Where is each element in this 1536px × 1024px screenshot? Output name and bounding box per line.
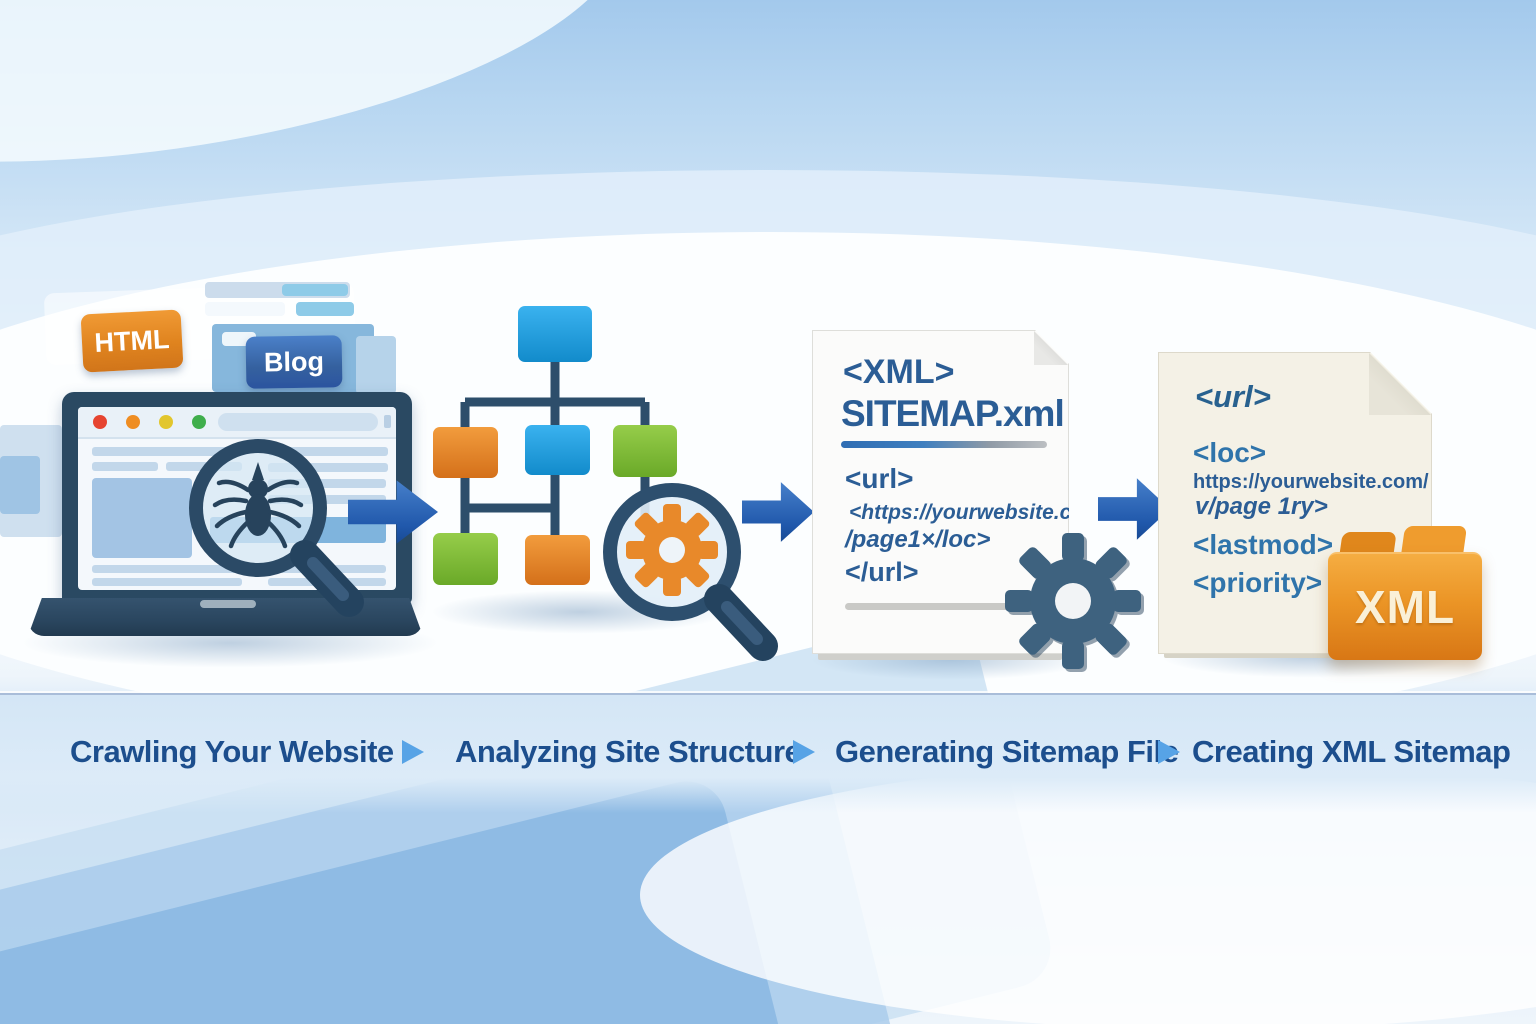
lock-icon [384, 415, 391, 428]
browser-dot-red [93, 415, 107, 429]
step-label-generating: Generating Sitemap File [835, 734, 1179, 769]
skeleton-line [268, 479, 386, 488]
title-underline [841, 441, 1047, 448]
left-edge-accent [0, 456, 40, 514]
sitemap-title-xml: <XML> [843, 353, 955, 391]
skeleton-line [268, 463, 388, 472]
xml-code-url: <url> [1195, 379, 1271, 414]
xml-folder-icon: XML [1328, 552, 1482, 660]
skeleton-line [92, 565, 242, 573]
blog-card-side [356, 336, 396, 394]
laptop-base-notch [200, 600, 256, 608]
page-row-accent-2 [296, 302, 354, 316]
browser-dot-orange [126, 415, 140, 429]
xml-code-priority: <priority> [1193, 567, 1323, 598]
code-loc-url: <https://yourwebsite.com/ [849, 501, 1109, 524]
label-band [0, 695, 1536, 813]
crawler-magnifier-icon [189, 439, 364, 617]
step-label-crawling: Crawling Your Website [70, 734, 394, 769]
skeleton-line [268, 495, 386, 504]
skeleton-line [92, 447, 242, 456]
gear-icon [626, 504, 718, 596]
spider-icon [212, 462, 304, 549]
skeleton-line [92, 578, 242, 586]
browser-dot-yellow [159, 415, 173, 429]
browser-toolbar [78, 407, 396, 439]
generate-gear-icon [1005, 533, 1144, 672]
xml-code-lastmod: <lastmod> [1193, 529, 1334, 560]
page-row-pill [205, 302, 285, 316]
sitemap-doc-edge [818, 650, 1062, 660]
tree-node-green-2 [433, 533, 498, 585]
skeleton-image [92, 478, 192, 558]
sitemap-title-filename: SITEMAP.xml [841, 393, 1064, 434]
sitemap-document: <XML> SITEMAP.xml <url> <https://yourweb… [812, 330, 1069, 654]
bottom-rule [845, 603, 1041, 610]
skeleton-line [268, 447, 388, 456]
html-badge: HTML [80, 309, 184, 373]
xml-code-loc: <loc> [1193, 437, 1267, 468]
divider-line [0, 693, 1536, 695]
folder-label: XML [1354, 581, 1456, 633]
tree-node-orange [433, 427, 498, 478]
step-label-creating: Creating XML Sitemap [1192, 734, 1511, 769]
blog-badge-label: Blog [263, 345, 325, 378]
address-bar[interactable] [218, 413, 378, 431]
tree-node-blue [525, 425, 590, 475]
tree-node-orange-2 [525, 535, 590, 585]
browser-dot-green [192, 415, 206, 429]
xml-code-page: v/page 1ry> [1195, 493, 1328, 520]
analyze-magnifier-icon [603, 483, 778, 661]
tree-node-green [613, 425, 677, 477]
step-label-analyzing: Analyzing Site Structure [455, 734, 802, 769]
code-loc-page: /page1×/loc> [845, 526, 991, 553]
xml-code-href: https://yourwebsite.com/ [1193, 471, 1429, 493]
code-url-close: </url> [845, 557, 919, 587]
html-badge-label: HTML [93, 323, 171, 358]
page-row-accent [282, 284, 348, 296]
blog-badge: Blog [245, 335, 343, 389]
tree-node-root [518, 306, 592, 362]
skeleton-line [92, 462, 158, 471]
code-url-open: <url> [845, 463, 914, 494]
